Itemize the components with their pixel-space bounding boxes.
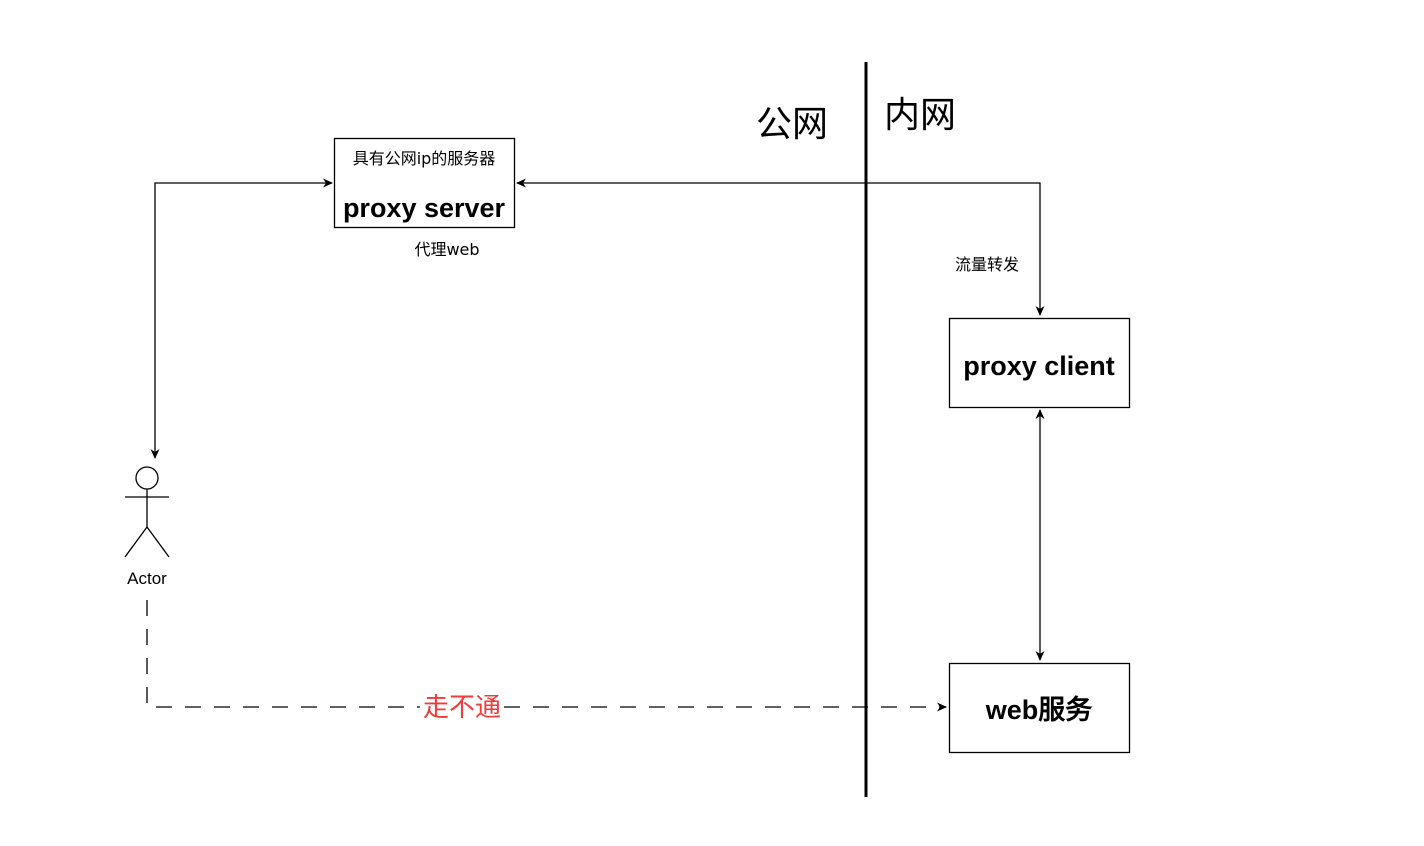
proxy-client-box[interactable] <box>948 317 1131 409</box>
actor-to-proxy-server-connector[interactable] <box>150 178 333 459</box>
blocked-label-background <box>420 690 504 724</box>
internal-network-label: 内网 <box>884 95 956 136</box>
web-service-box[interactable] <box>948 662 1131 754</box>
proxy-server-caption: 具有公网ip的服务器 <box>353 149 496 168</box>
actor-head <box>135 466 159 490</box>
proxy-client-node[interactable]: proxy client <box>948 317 1131 409</box>
blocked-connection-label: 走不通 <box>423 693 501 723</box>
web-service-title: web服务 <box>985 695 1093 725</box>
actor-left-leg <box>124 526 148 558</box>
web-service-node[interactable]: web服务 <box>948 662 1131 754</box>
proxy-server-to-client-connector[interactable] <box>516 178 1045 316</box>
proxy-client-title: proxy client <box>963 351 1115 381</box>
proxy-server-box[interactable] <box>333 137 516 229</box>
proxy-server-node[interactable]: 具有公网ip的服务器 proxy server <box>333 137 516 229</box>
actor-right-leg <box>146 526 170 558</box>
public-network-label: 公网 <box>756 104 828 145</box>
actor-figure[interactable] <box>124 466 170 558</box>
proxy-server-sublabel: 代理web <box>414 240 479 259</box>
proxy-server-title: proxy server <box>343 193 506 223</box>
traffic-forward-label: 流量转发 <box>955 255 1019 274</box>
actor-label: Actor <box>127 569 167 588</box>
blocked-direct-connector[interactable] <box>146 600 947 712</box>
